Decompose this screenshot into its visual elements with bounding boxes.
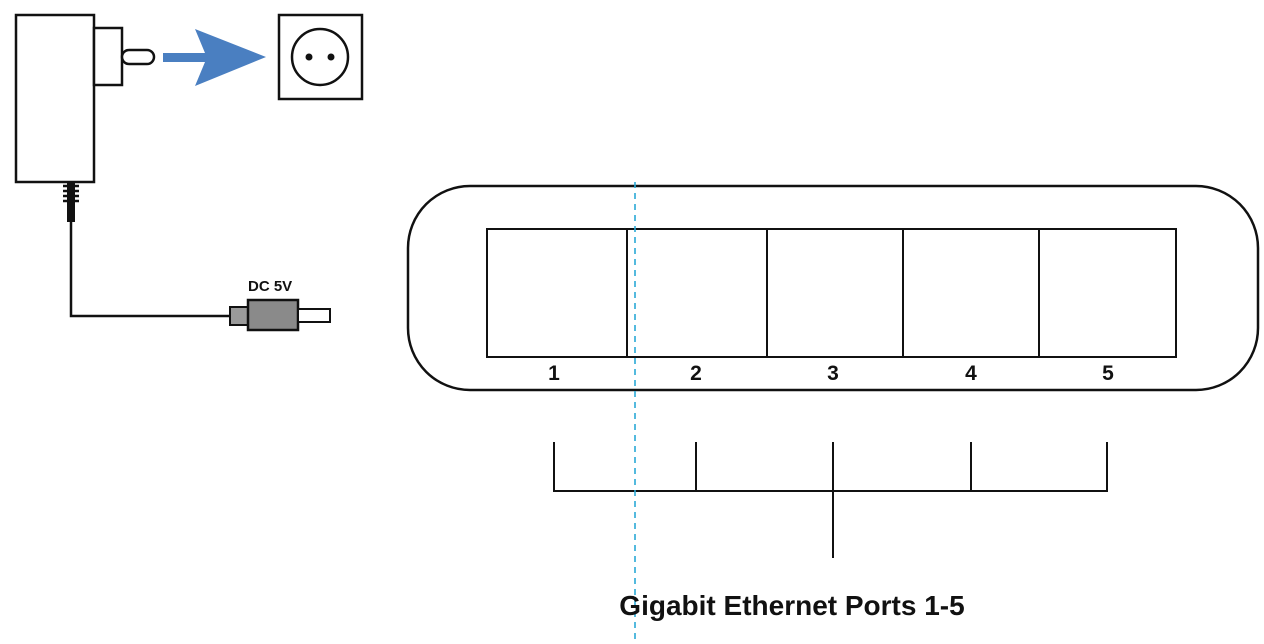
- ethernet-port-1: [486, 228, 628, 358]
- port-number-1: 1: [548, 362, 560, 385]
- ethernet-port-2: [626, 228, 768, 358]
- arrow-right-icon: [163, 29, 266, 86]
- port-group: [486, 228, 1177, 358]
- power-adapter-icon: [14, 13, 230, 318]
- ethernet-port-3: [766, 228, 904, 358]
- ethernet-port-5: [1038, 228, 1177, 358]
- wall-socket-icon: [277, 13, 364, 101]
- ports-bracket: [553, 442, 1108, 558]
- dc-plug-icon: [229, 298, 331, 332]
- port-number-5: 5: [1102, 362, 1114, 385]
- dc-voltage-label: DC 5V: [248, 278, 292, 295]
- ports-caption: Gigabit Ethernet Ports 1-5: [619, 590, 964, 621]
- port-number-2: 2: [690, 362, 702, 385]
- ethernet-port-4: [902, 228, 1040, 358]
- port-number-4: 4: [965, 362, 977, 385]
- port-number-3: 3: [827, 362, 839, 385]
